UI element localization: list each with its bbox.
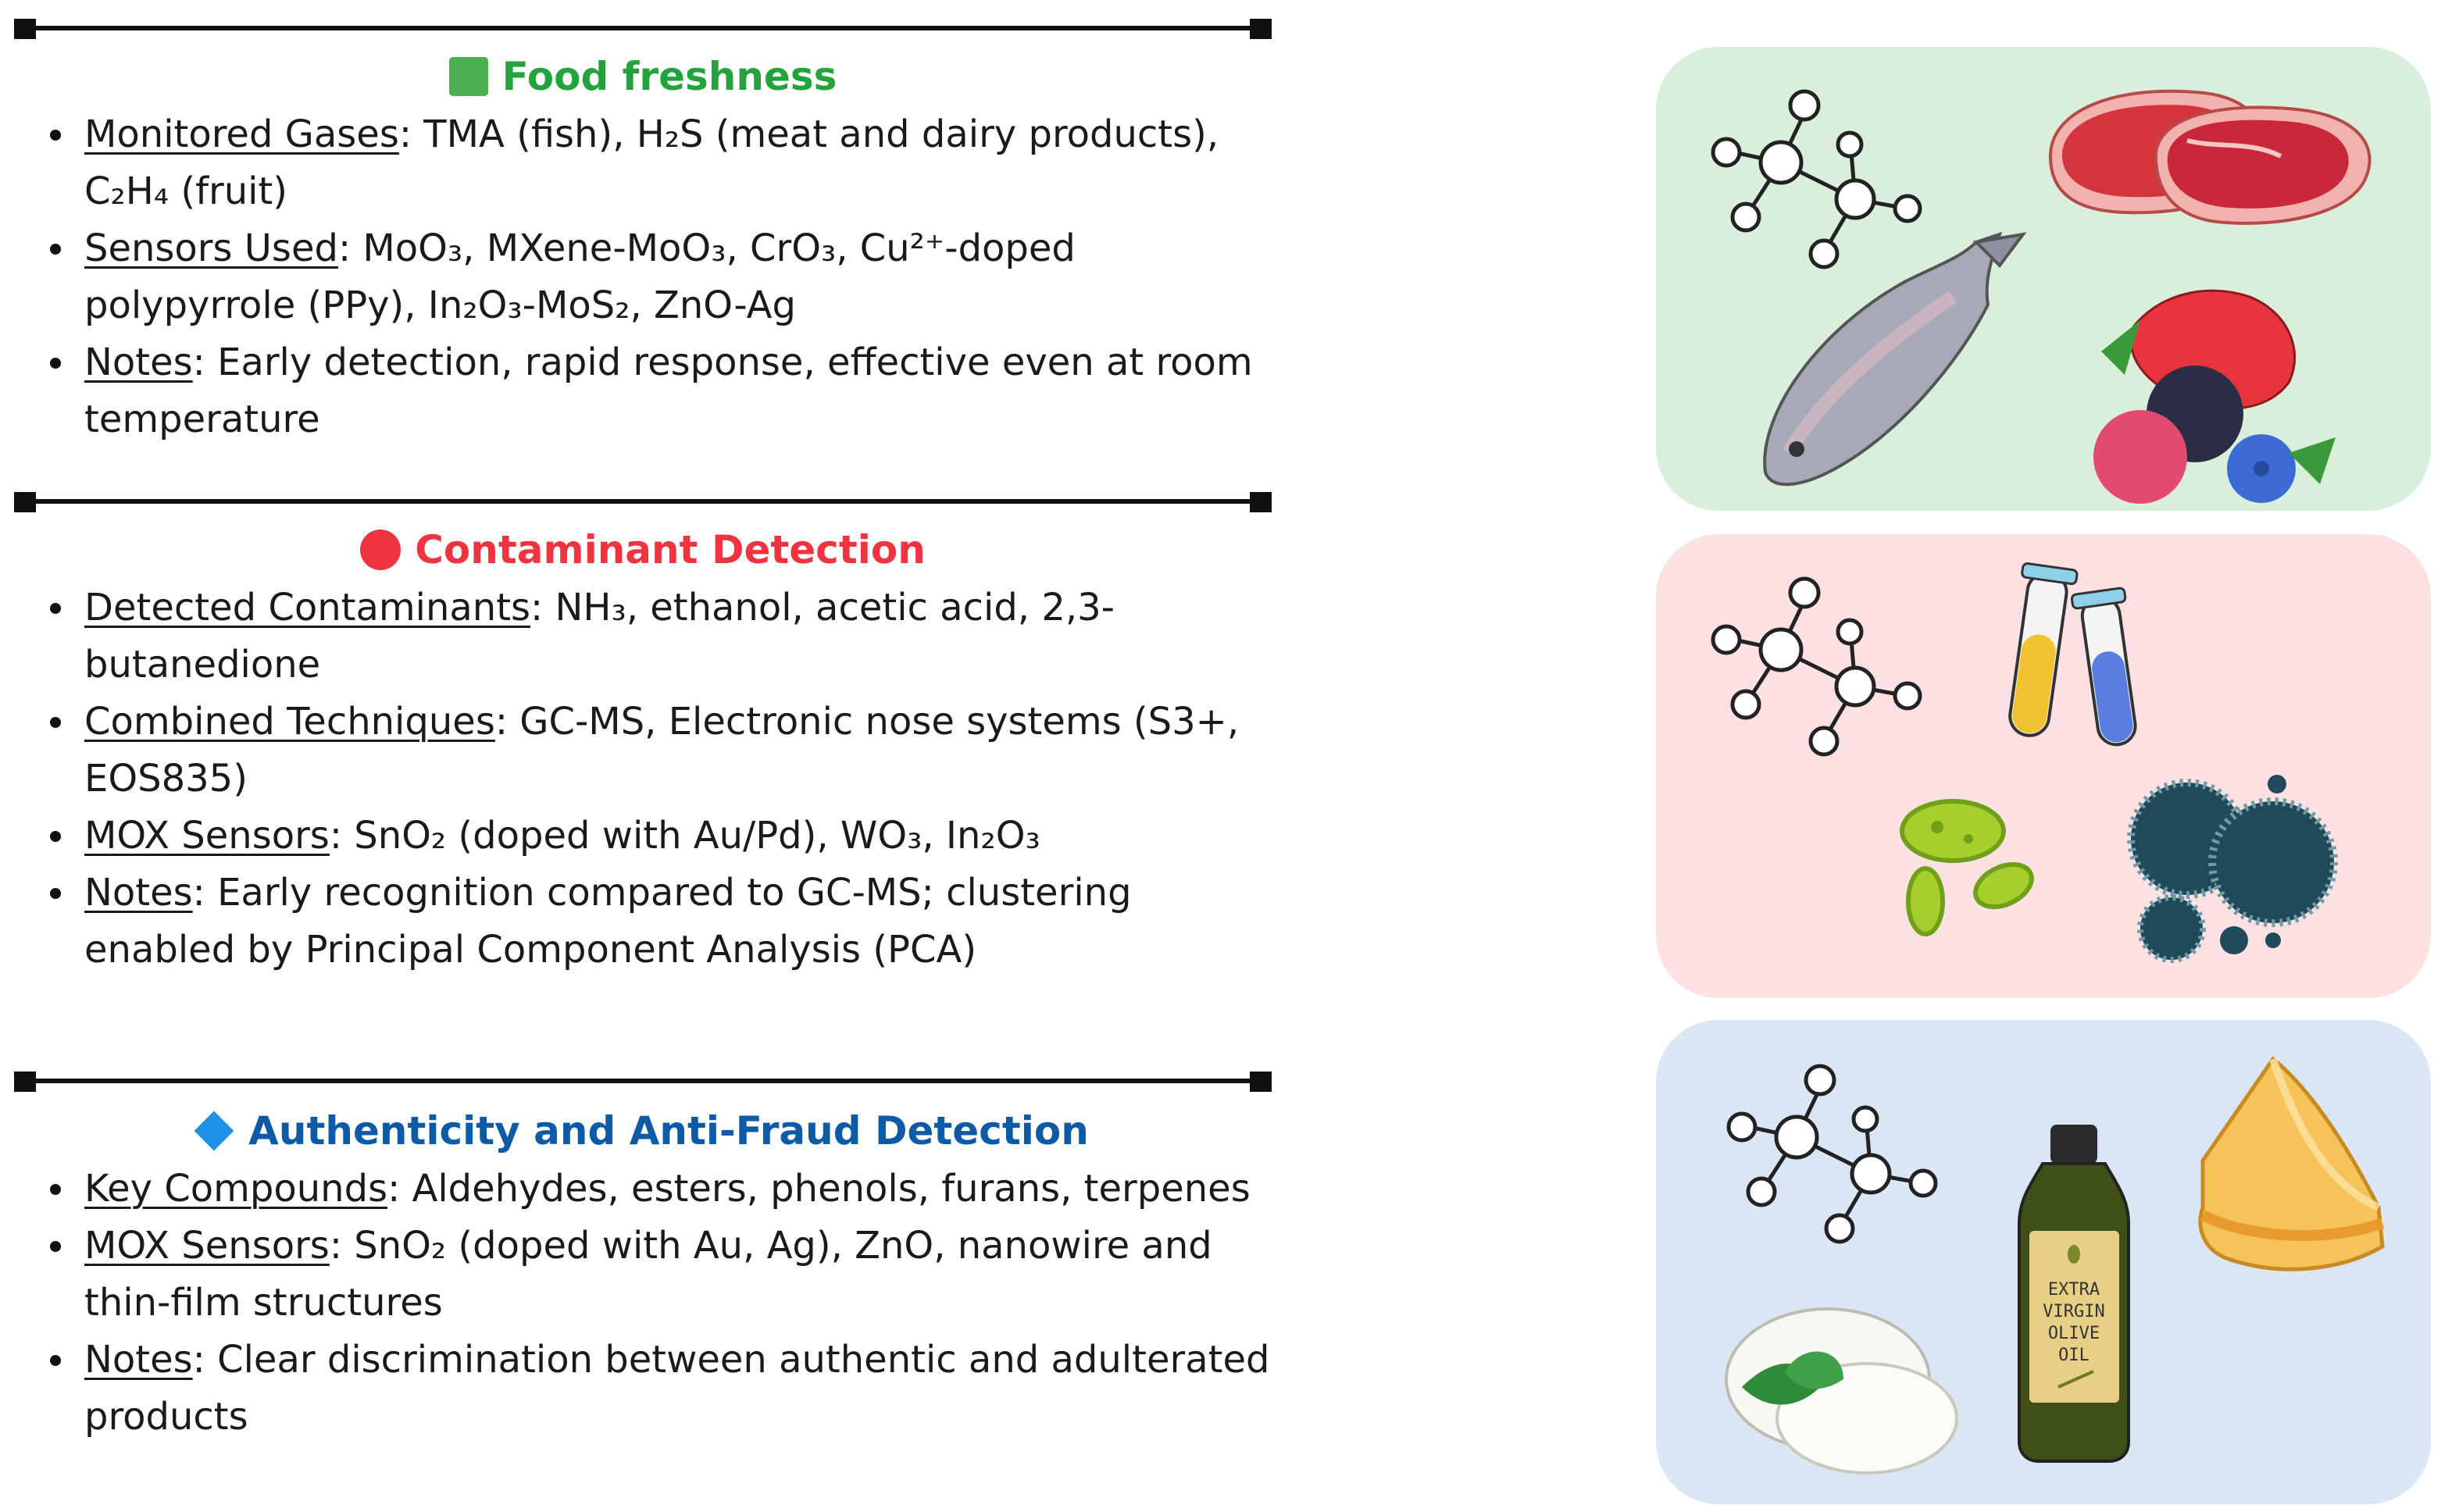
- list-item-text: : Aldehydes, esters, phenols, furans, te…: [387, 1167, 1251, 1211]
- olive-oil-label-line: VIRGIN: [2043, 1302, 2104, 1321]
- list-item: Key Compounds: Aldehydes, esters, phenol…: [45, 1161, 1287, 1218]
- list-item-term: MOX Sensors: [84, 1224, 330, 1268]
- authenticity-panel: EXTRA VIRGIN OLIVE OIL: [1656, 1020, 2431, 1504]
- list-item-text: : SnO₂ (doped with Au/Pd), WO₃, In₂O₃: [329, 814, 1040, 858]
- list-item: Notes: Early recognition compared to GC-…: [45, 865, 1287, 979]
- list-item: Notes: Clear discrimination between auth…: [45, 1332, 1287, 1446]
- contaminant-detection-list: Detected Contaminants: NH₃, ethanol, ace…: [45, 579, 1287, 979]
- fish-icon: [1763, 231, 2027, 487]
- olive-oil-label-line: EXTRA: [2048, 1280, 2100, 1300]
- list-item: MOX Sensors: SnO₂ (doped with Au/Pd), WO…: [45, 808, 1287, 865]
- section-divider: [14, 19, 1272, 39]
- olive-oil-label-line: OIL: [2058, 1346, 2089, 1365]
- mold-icon: [2127, 775, 2338, 963]
- mozzarella-icon: [1725, 1307, 1958, 1475]
- list-item-text: : TMA (fish), H₂S (meat and dairy produc…: [84, 112, 1219, 213]
- berries-icon: [2093, 289, 2336, 504]
- list-item-term: Detected Contaminants: [84, 586, 531, 629]
- section-divider: [14, 492, 1272, 512]
- section-title: Contaminant Detection: [415, 527, 926, 572]
- list-item: Detected Contaminants: NH₃, ethanol, ace…: [45, 579, 1287, 694]
- list-item-term: Combined Techniques: [84, 700, 495, 744]
- list-item-text: : Early recognition compared to GC-MS; c…: [84, 871, 1132, 972]
- list-item-text: : MoO₃, MXene-MoO₃, CrO₃, Cu²⁺-doped pol…: [84, 226, 1076, 327]
- section-heading-food-freshness: Food freshness: [14, 52, 1272, 102]
- list-item-term: Key Compounds: [84, 1167, 388, 1211]
- green-square-icon: [448, 56, 488, 96]
- list-item: Notes: Early detection, rapid response, …: [45, 334, 1287, 448]
- bacteria-icon: [1900, 799, 2034, 936]
- raw-meat-icon: [2048, 89, 2371, 225]
- list-item: Sensors Used: MoO₃, MXene-MoO₃, CrO₃, Cu…: [45, 220, 1287, 334]
- list-item-term: Notes: [84, 871, 193, 915]
- cheese-icon: [2198, 1056, 2385, 1271]
- list-item-term: Notes: [84, 1338, 193, 1382]
- contaminant-detection-panel: [1656, 534, 2431, 998]
- section-heading-authenticity: Authenticity and Anti-Fraud Detection: [14, 1106, 1272, 1156]
- test-tubes-icon: [2008, 562, 2137, 747]
- section-title: Food freshness: [501, 54, 837, 99]
- molecule-icon: [1711, 576, 1922, 757]
- food-freshness-panel: [1656, 47, 2431, 511]
- list-item-text: : NH₃, ethanol, acetic acid, 2,3-butaned…: [84, 586, 1115, 686]
- blue-diamond-icon: [194, 1111, 234, 1150]
- list-item-text: : Clear discrimination between authentic…: [84, 1338, 1270, 1439]
- olive-oil-label-line: OLIVE: [2048, 1324, 2100, 1343]
- list-item-term: Sensors Used: [84, 226, 338, 270]
- molecule-icon: [1711, 89, 1922, 269]
- list-item-term: MOX Sensors: [84, 814, 330, 858]
- list-item-text: : Early detection, rapid response, effec…: [84, 341, 1253, 441]
- list-item: Monitored Gases: TMA (fish), H₂S (meat a…: [45, 106, 1287, 220]
- section-title: Authenticity and Anti-Fraud Detection: [248, 1108, 1089, 1154]
- list-item: Combined Techniques: GC-MS, Electronic n…: [45, 694, 1287, 808]
- section-divider: [14, 1072, 1272, 1092]
- list-item-term: Monitored Gases: [84, 112, 399, 156]
- food-freshness-list: Monitored Gases: TMA (fish), H₂S (meat a…: [45, 106, 1287, 448]
- section-heading-contaminant-detection: Contaminant Detection: [14, 525, 1272, 575]
- list-item: MOX Sensors: SnO₂ (doped with Au, Ag), Z…: [45, 1218, 1287, 1332]
- list-item-text: : SnO₂ (doped with Au, Ag), ZnO, nanowir…: [84, 1224, 1212, 1325]
- list-item-text: : GC-MS, Electronic nose systems (S3+, E…: [84, 700, 1240, 801]
- list-item-term: Notes: [84, 341, 193, 384]
- red-circle-icon: [360, 529, 401, 570]
- authenticity-list: Key Compounds: Aldehydes, esters, phenol…: [45, 1161, 1287, 1446]
- molecule-icon: [1726, 1064, 1938, 1244]
- olive-oil-bottle-icon: EXTRA VIRGIN OLIVE OIL: [2018, 1125, 2130, 1463]
